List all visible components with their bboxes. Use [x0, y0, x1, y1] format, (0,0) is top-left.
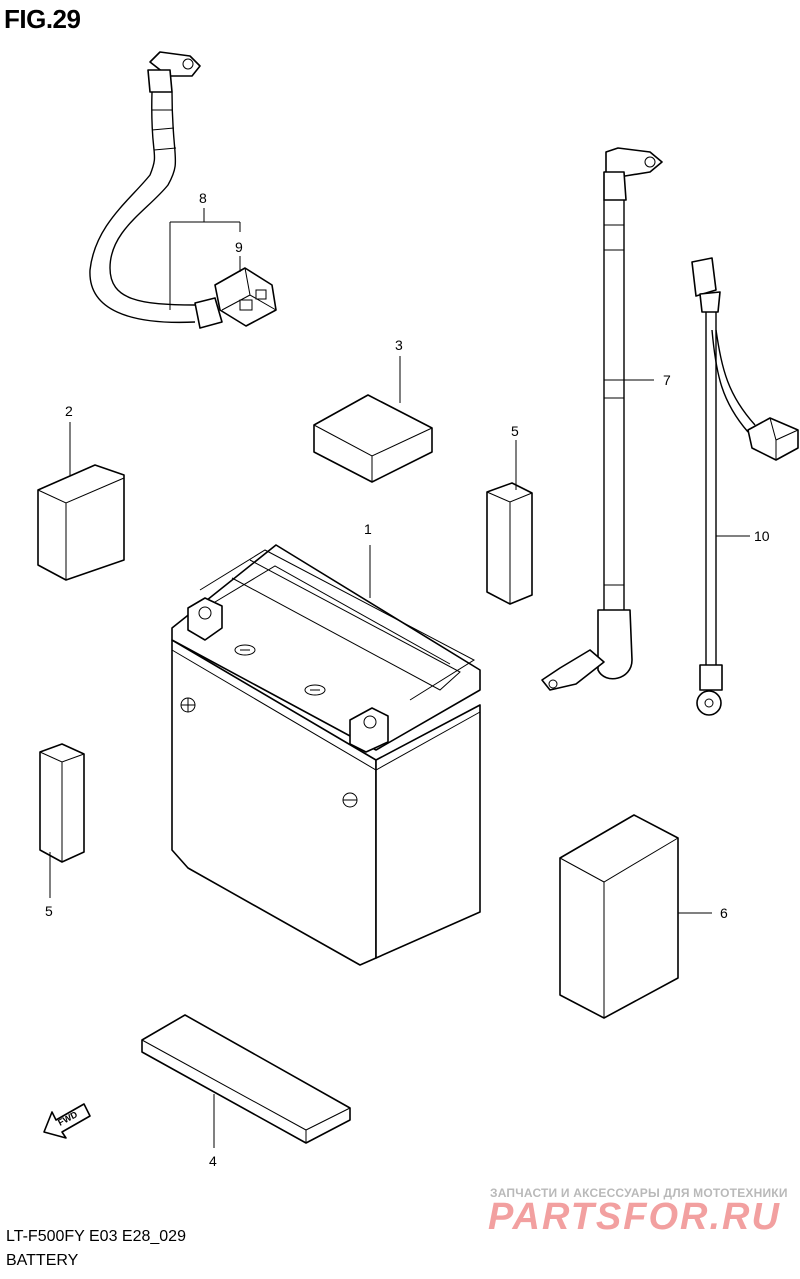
- callout-7: 7: [663, 372, 671, 388]
- callout-5-left: 5: [45, 903, 53, 919]
- callout-3: 3: [395, 337, 403, 353]
- callout-9: 9: [235, 239, 243, 255]
- callout-1: 1: [364, 521, 372, 537]
- cable-10-assembly[interactable]: [691, 257, 799, 716]
- watermark-caption: ЗАПЧАСТИ И АКСЕССУАРЫ ДЛЯ МОТОТЕХНИКИ: [490, 1186, 788, 1200]
- cable-7-assembly[interactable]: [541, 147, 663, 691]
- watermark-logo: PARTSFOR.RU: [488, 1196, 781, 1238]
- callout-5-right: 5: [511, 423, 519, 439]
- part-4-pad[interactable]: [141, 1014, 351, 1144]
- figure-title: FIG.29: [4, 4, 81, 34]
- part-5-block-left[interactable]: [39, 743, 85, 863]
- part-2-block[interactable]: [37, 464, 125, 581]
- battery-part-1[interactable]: [171, 544, 481, 966]
- model-code: LT-F500FY E03 E28_029: [6, 1228, 186, 1245]
- cable-8-assembly[interactable]: [89, 51, 277, 329]
- callout-2: 2: [65, 403, 73, 419]
- callout-4: 4: [209, 1153, 217, 1169]
- section-name: BATTERY: [6, 1252, 79, 1269]
- callout-10: 10: [754, 528, 770, 544]
- callout-6: 6: [720, 905, 728, 921]
- part-5-block-right[interactable]: [486, 482, 533, 605]
- callout-8: 8: [199, 190, 207, 206]
- fwd-arrow-icon: FWD: [43, 1103, 91, 1139]
- part-3-pad[interactable]: [313, 394, 433, 483]
- part-6-block[interactable]: [559, 814, 679, 1019]
